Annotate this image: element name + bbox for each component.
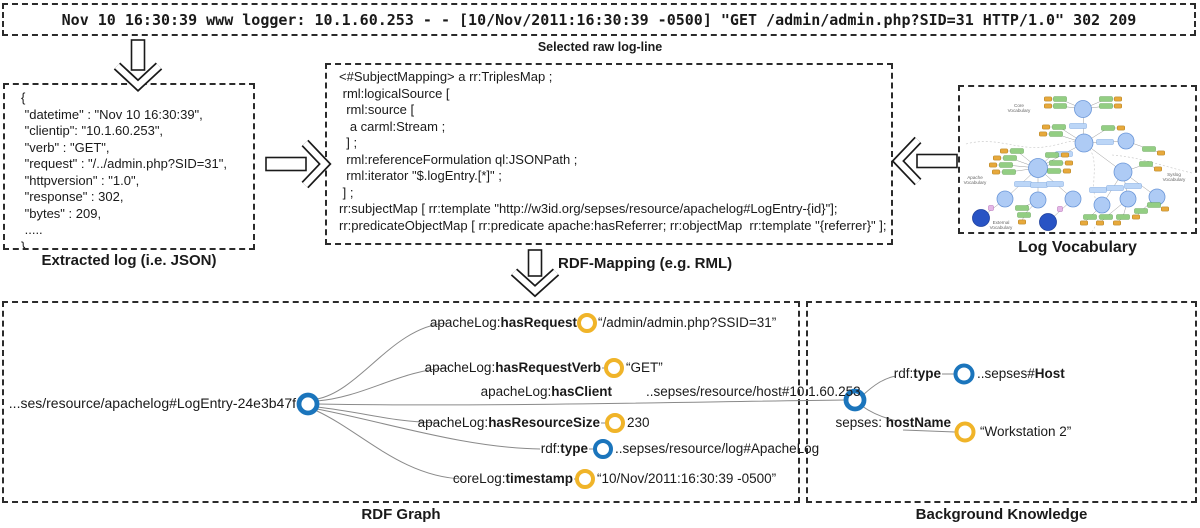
vocab-green-node bbox=[1142, 146, 1156, 152]
vocab-orange-node bbox=[1114, 96, 1122, 102]
vocab-orange-node bbox=[989, 162, 997, 168]
background-knowledge-caption: Background Knowledge bbox=[915, 506, 1088, 523]
vocab-green-node bbox=[1010, 148, 1024, 154]
vocab-green-node bbox=[1053, 103, 1067, 109]
vocab-class-node bbox=[1029, 191, 1047, 209]
vocab-orange-node bbox=[1096, 220, 1104, 226]
vocab-green-node bbox=[1116, 214, 1130, 220]
vocab-orange-node bbox=[1154, 166, 1162, 172]
vocab-green-node bbox=[1049, 160, 1063, 166]
arrow-left-icon bbox=[891, 136, 958, 186]
region-divider bbox=[965, 141, 1079, 148]
vocab-label-node bbox=[1096, 139, 1114, 145]
vocab-orange-node bbox=[1117, 125, 1125, 131]
vocab-orange-node bbox=[1065, 160, 1073, 166]
raw-log-text: Nov 10 16:30:39 www logger: 10.1.60.253 … bbox=[61, 10, 1137, 29]
vocab-orange-node bbox=[1132, 214, 1140, 220]
vocab-orange-node bbox=[1044, 96, 1052, 102]
vocab-green-node bbox=[1099, 103, 1113, 109]
extracted-log-caption: Extracted log (i.e. JSON) bbox=[41, 252, 217, 269]
vocab-orange-node bbox=[1114, 103, 1122, 109]
vocab-green-node bbox=[1139, 161, 1153, 167]
vocab-green-node bbox=[1002, 169, 1016, 175]
vocab-class-node bbox=[1119, 190, 1137, 208]
vocab-green-node bbox=[1017, 212, 1031, 218]
vocab-label-node bbox=[1046, 181, 1064, 187]
vocab-orange-node bbox=[1061, 152, 1069, 158]
vocab-orange-node bbox=[1039, 131, 1047, 137]
vocab-green-node bbox=[1003, 155, 1017, 161]
vocab-class-node bbox=[1093, 196, 1111, 214]
vocab-orange-node bbox=[1018, 219, 1026, 225]
arrow-right-icon bbox=[265, 139, 332, 189]
vocab-orange-node bbox=[1157, 150, 1165, 156]
raw-log-box: Nov 10 16:30:39 www logger: 10.1.60.253 … bbox=[2, 3, 1196, 36]
vocab-class-node bbox=[1113, 162, 1133, 182]
vocab-green-node bbox=[1099, 214, 1113, 220]
rml-code: <#SubjectMapping> a rr:TriplesMap ; rml:… bbox=[339, 69, 887, 241]
vocab-green-node bbox=[1052, 124, 1066, 130]
vocab-class-node bbox=[996, 190, 1014, 208]
rdf-graph-caption: RDF Graph bbox=[361, 506, 441, 523]
vocab-green-node bbox=[1047, 168, 1061, 174]
vocab-label-node bbox=[1014, 181, 1032, 187]
vocab-class-node bbox=[1074, 100, 1092, 118]
vocab-pink-node bbox=[1057, 206, 1063, 212]
extracted-log-box: { "datetime" : "Nov 10 16:30:39", "clien… bbox=[3, 83, 255, 250]
vocab-label-node bbox=[1030, 182, 1048, 188]
vocab-orange-node bbox=[1161, 206, 1169, 212]
vocab-label-node bbox=[1089, 187, 1107, 193]
vocab-green-node bbox=[1053, 96, 1067, 102]
vocab-orange-node bbox=[1080, 220, 1088, 226]
vocab-label-node bbox=[1124, 183, 1142, 189]
vocab-orange-node bbox=[1063, 168, 1071, 174]
vocab-orange-node bbox=[1044, 103, 1052, 109]
extracted-log-code: { "datetime" : "Nov 10 16:30:39", "clien… bbox=[21, 90, 227, 248]
raw-log-caption: Selected raw log-line bbox=[537, 40, 663, 54]
vocab-orange-node bbox=[1042, 124, 1050, 130]
vocab-class-node bbox=[1028, 158, 1048, 178]
vocabulary-caption: Log Vocabulary bbox=[1018, 239, 1137, 256]
vocab-green-node bbox=[1049, 131, 1063, 137]
rdf-graph-box bbox=[2, 301, 800, 503]
vocab-pink-node bbox=[988, 205, 994, 211]
vocab-class-node bbox=[1064, 190, 1082, 208]
vocab-class-node bbox=[1117, 132, 1135, 150]
vocab-orange-node bbox=[1113, 220, 1121, 226]
vocab-green-node bbox=[1099, 96, 1113, 102]
vocab-class-node bbox=[1074, 133, 1094, 153]
vocab-class-node bbox=[1039, 213, 1057, 231]
vocab-orange-node bbox=[993, 155, 1001, 161]
arrow-down-icon bbox=[510, 249, 560, 298]
background-knowledge-box bbox=[806, 301, 1197, 503]
vocab-label-node bbox=[1069, 123, 1087, 129]
vocab-green-node bbox=[999, 162, 1013, 168]
rml-caption: RDF-Mapping (e.g. RML) bbox=[558, 255, 733, 272]
rml-box: <#SubjectMapping> a rr:TriplesMap ; rml:… bbox=[325, 63, 893, 245]
vocab-green-node bbox=[1147, 202, 1161, 208]
vocab-green-node bbox=[1134, 208, 1148, 214]
vocab-green-node bbox=[1045, 152, 1059, 158]
vocab-class-node bbox=[972, 209, 990, 227]
vocab-label-node bbox=[1106, 185, 1124, 191]
vocab-green-node bbox=[1015, 205, 1029, 211]
vocab-green-node bbox=[1083, 214, 1097, 220]
vocab-orange-node bbox=[1000, 148, 1008, 154]
vocab-orange-node bbox=[992, 169, 1000, 175]
vocab-green-node bbox=[1101, 125, 1115, 131]
